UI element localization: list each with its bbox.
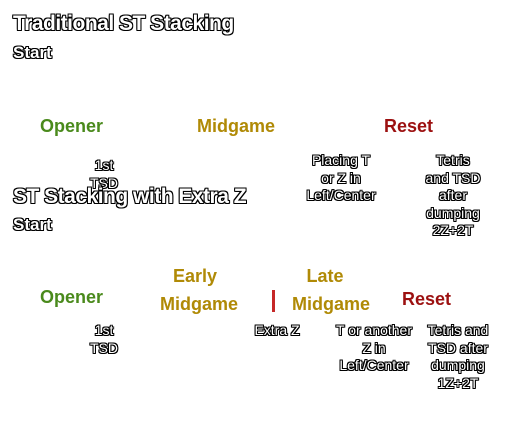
diagram1-midgame-label: Midgame xyxy=(197,116,276,136)
diagram2-late-midgame-label: Late Midgame xyxy=(292,266,371,314)
diagram1-opener-desc: 1st TSD xyxy=(90,157,118,191)
diagram1-opener-label: Opener xyxy=(40,116,104,136)
diagram1-reset-desc: Tetris and TSD after dumping 2Z+2T xyxy=(425,152,481,238)
diagram2-late-midgame-desc: T or another Z in Left/Center xyxy=(336,322,413,373)
diagram2-early-midgame-desc: Extra Z xyxy=(254,322,300,338)
diagram2-start-label: Start xyxy=(13,215,52,234)
diagram2-early-midgame-label: Early Midgame xyxy=(160,266,239,314)
diagram2-reset-label: Reset xyxy=(402,289,452,309)
diagram2-title: ST Stacking with Extra Z xyxy=(13,185,247,208)
diagram1-midgame-desc: Placing T or Z in Left/Center xyxy=(306,152,376,203)
diagram1-start-label: Start xyxy=(13,43,52,62)
diagram1-title: Traditional ST Stacking xyxy=(13,12,234,35)
diagram2-reset-desc: Tetris and TSD after dumping 1Z+2T xyxy=(427,322,489,391)
early-midgame-marker xyxy=(272,290,275,312)
diagram2-opener-label: Opener xyxy=(40,287,104,307)
diagram1-reset-label: Reset xyxy=(384,116,434,136)
diagram2-opener-desc: 1st TSD xyxy=(90,322,118,356)
